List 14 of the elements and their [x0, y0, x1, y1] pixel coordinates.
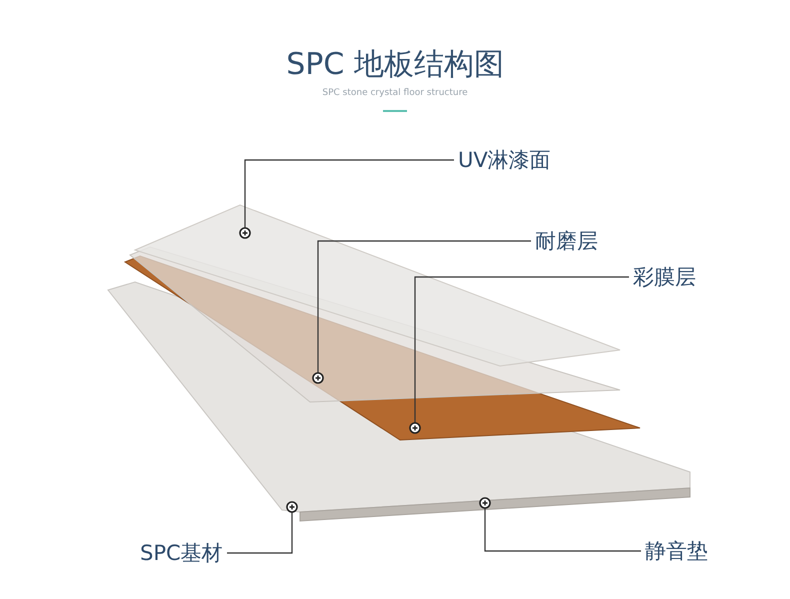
leader-line: [312, 240, 531, 384]
layer-label: SPC基材: [140, 540, 223, 566]
leader-line: [479, 497, 641, 552]
layer-label: 耐磨层: [535, 228, 598, 254]
layer-label: 彩膜层: [633, 264, 696, 290]
leader-line: [239, 159, 454, 239]
leader-line: [227, 501, 298, 554]
layer-label: UV淋漆面: [458, 147, 551, 173]
underlay-pad-layer: [300, 487, 690, 522]
uv-coating-layer: [134, 204, 620, 367]
diagram-title: SPC 地板结构图: [285, 46, 505, 84]
subtitle: SPC stone crystal floor structure: [321, 88, 469, 98]
layer-label: 静音垫: [645, 538, 708, 564]
leader-line: [409, 276, 629, 434]
